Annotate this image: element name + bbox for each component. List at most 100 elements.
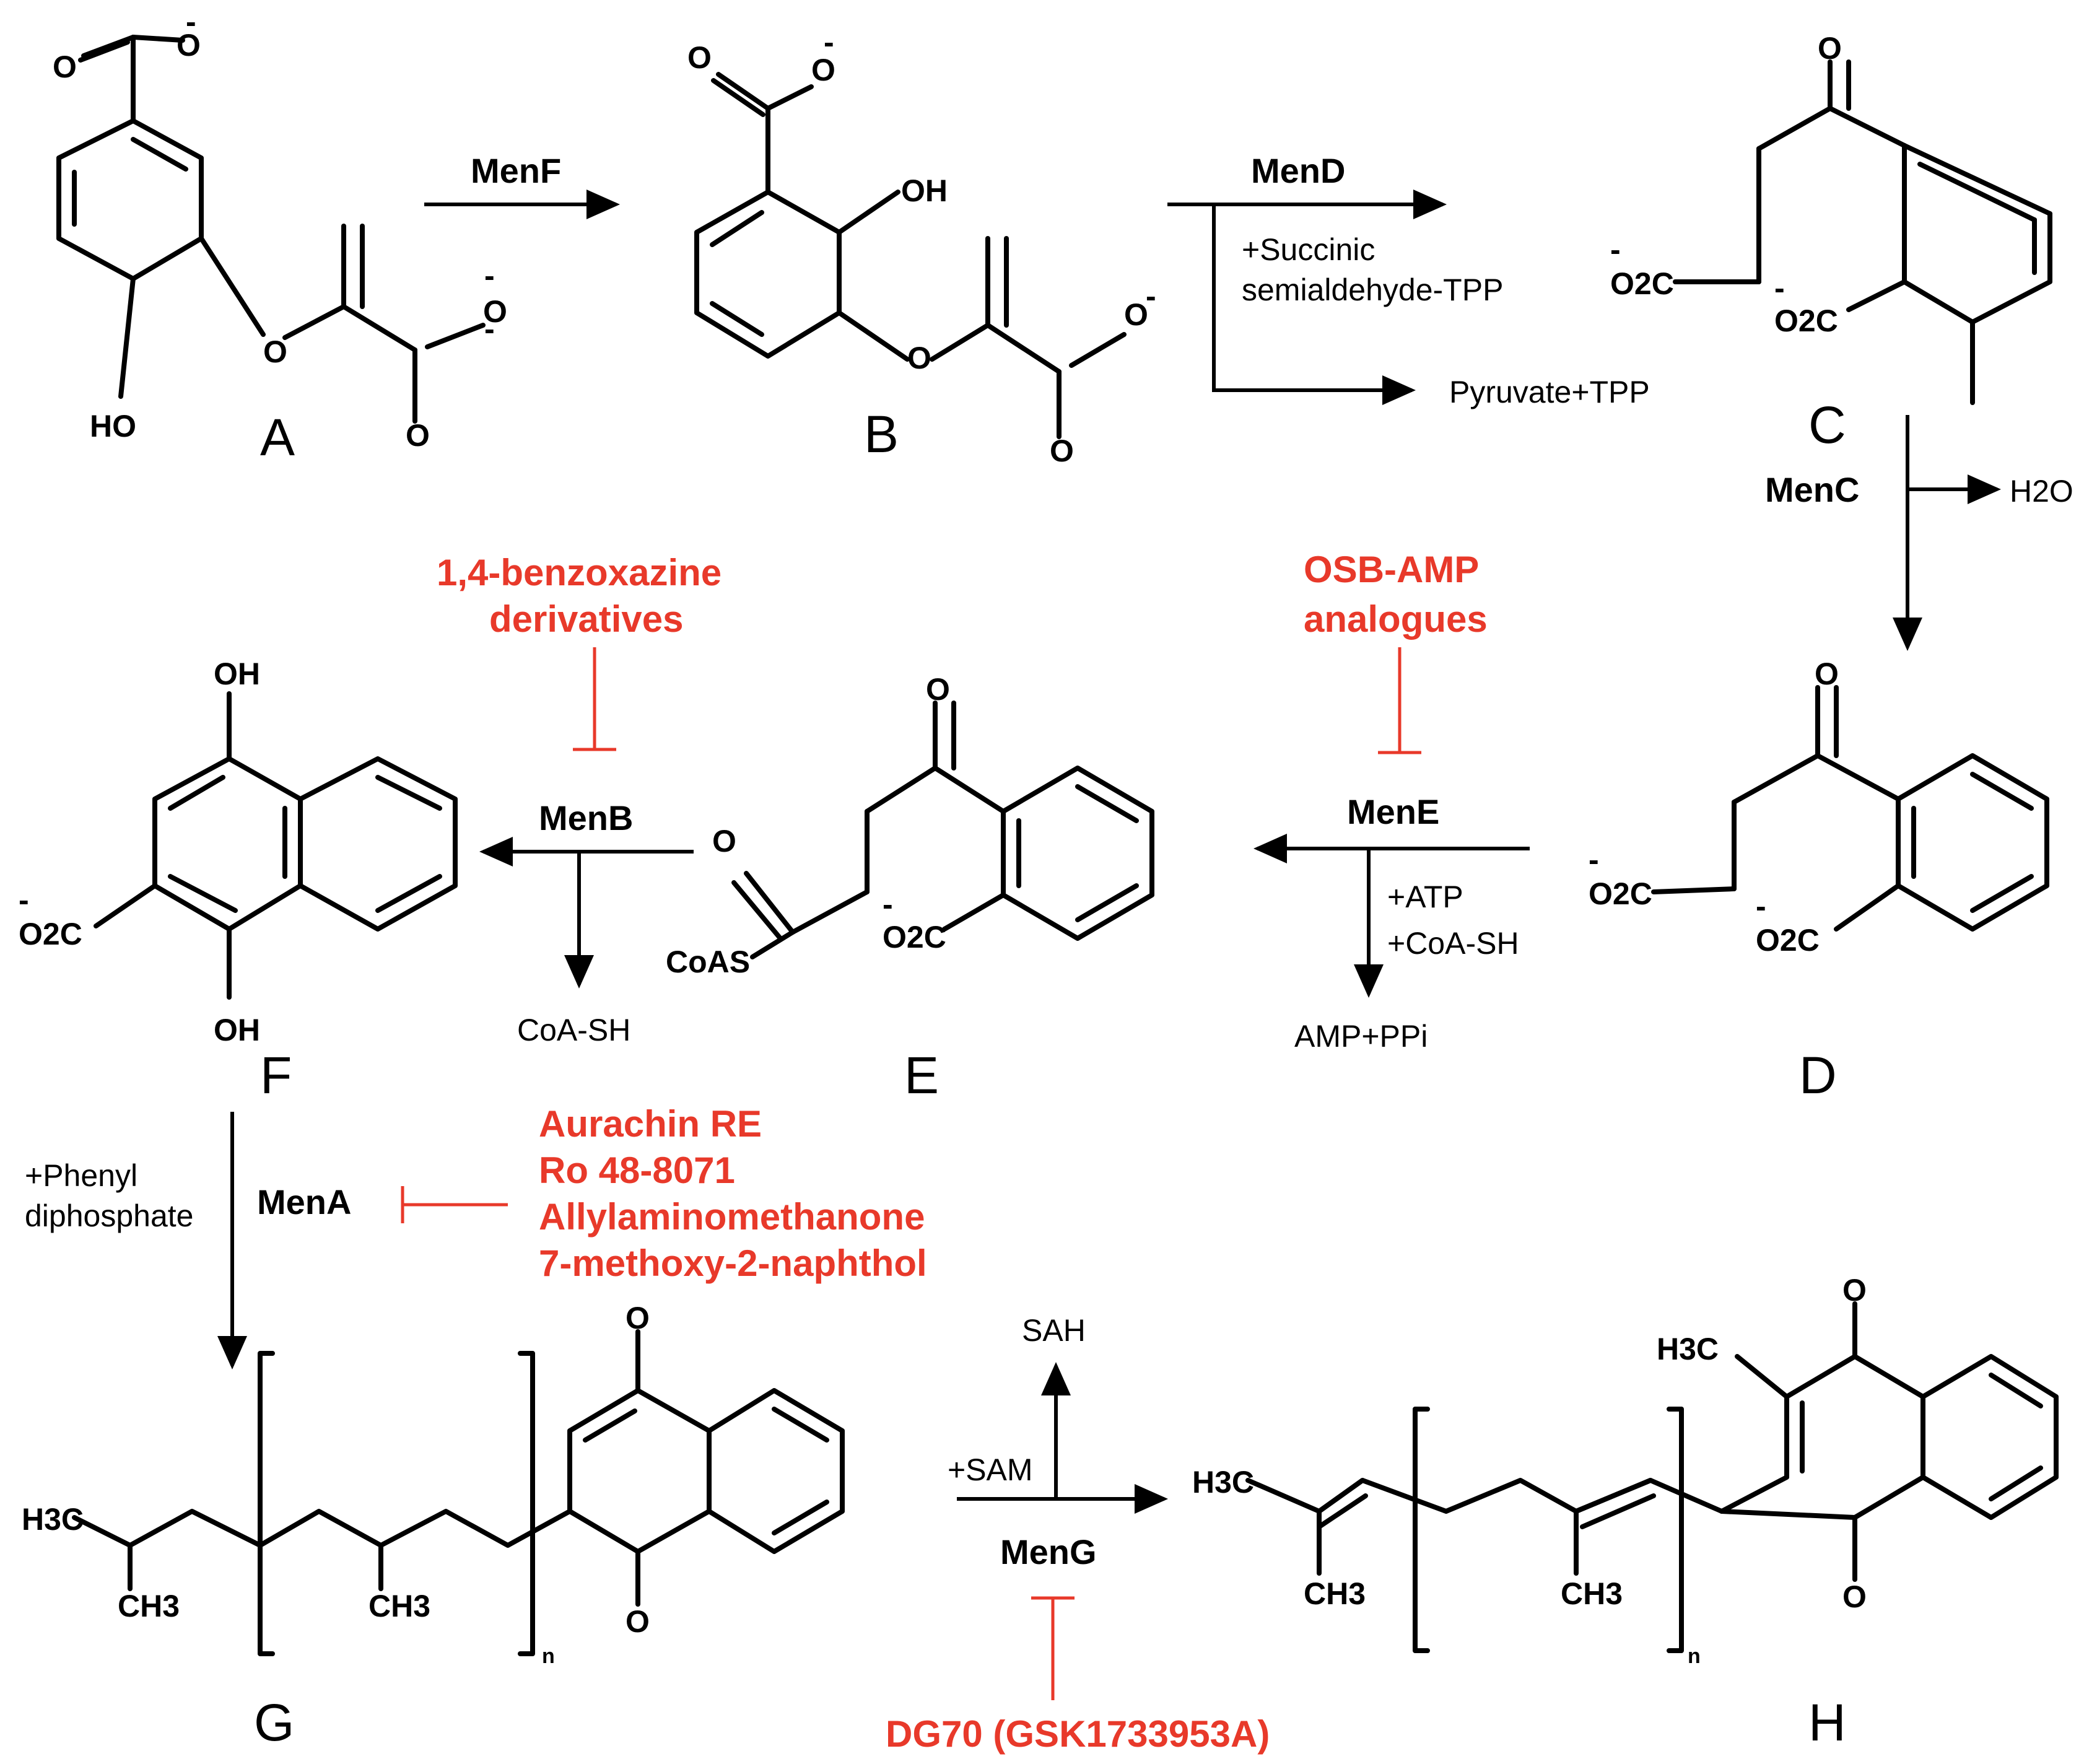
cofactor-sam: +SAM bbox=[948, 1452, 1033, 1487]
atom-oh: OH bbox=[214, 657, 260, 691]
cofactor-succinic: +Succinic bbox=[1242, 232, 1375, 267]
inhibitor-menA-line2: Ro 48-8071 bbox=[539, 1150, 735, 1191]
inhibitor-menE-line1: OSB-AMP bbox=[1304, 549, 1479, 590]
atom-o: O bbox=[1815, 657, 1839, 691]
repeat-n: n bbox=[1688, 1644, 1701, 1668]
atom-o: O bbox=[811, 53, 835, 87]
menE-inhibition-bar bbox=[1378, 647, 1421, 754]
charge-minus: - bbox=[824, 25, 834, 59]
atom-o: O bbox=[1050, 434, 1074, 468]
inhibitor-menA-line4: 7-methoxy-2-naphthol bbox=[539, 1242, 927, 1284]
compound-label-c: C bbox=[1808, 396, 1846, 454]
atom-o: O bbox=[1842, 1273, 1867, 1308]
inhibitor-menB-line1: 1,4-benzoxazine bbox=[437, 552, 722, 593]
enzyme-mena: MenA bbox=[257, 1182, 351, 1221]
compound-f-structure: OH OH O2C - F bbox=[19, 657, 458, 1104]
atom-o: O bbox=[1124, 297, 1148, 332]
thioester-coas: CoAS bbox=[666, 945, 750, 979]
cofactor-semialdehyde: semialdehyde-TPP bbox=[1242, 273, 1503, 307]
charge-minus: - bbox=[484, 312, 495, 346]
methyl-ch3: CH3 bbox=[1304, 1576, 1366, 1611]
enzyme-mend: MenD bbox=[1251, 151, 1345, 190]
atom-o: O bbox=[907, 341, 931, 375]
inhibitor-menA-line3: Allylaminomethanone bbox=[539, 1196, 925, 1238]
atom-o: O bbox=[177, 28, 201, 63]
inhibitor-menE-line2: analogues bbox=[1304, 598, 1488, 640]
compound-label-f: F bbox=[260, 1046, 292, 1104]
atom-o: O bbox=[406, 418, 430, 453]
atom-o: O bbox=[626, 1604, 650, 1639]
compound-g-structure: O O H3C CH3 CH3 n G bbox=[22, 1301, 845, 1752]
atom-o: O bbox=[483, 294, 507, 329]
compound-label-a: A bbox=[260, 408, 295, 466]
charge-minus: - bbox=[1610, 232, 1621, 267]
cofactor-pyruvate-tpp: Pyruvate+TPP bbox=[1449, 375, 1650, 409]
cofactor-diphosphate: diphosphate bbox=[25, 1199, 193, 1233]
cofactor-sah: SAH bbox=[1022, 1313, 1086, 1348]
compound-a-structure: O O - O O O - - HO A bbox=[53, 4, 507, 466]
charge-minus: - bbox=[484, 258, 495, 293]
cofactor-coash-out: CoA-SH bbox=[517, 1013, 630, 1047]
methyl-h3c: H3C bbox=[1192, 1465, 1254, 1500]
compound-label-b: B bbox=[864, 405, 899, 463]
atom-o: O bbox=[712, 824, 736, 858]
enzyme-mene: MenE bbox=[1347, 792, 1439, 831]
atom-ho: HO bbox=[90, 409, 136, 443]
compound-h-structure: O O H3C H3C CH3 CH3 n H bbox=[1192, 1273, 2059, 1752]
charge-minus: - bbox=[19, 883, 29, 917]
charge-minus: - bbox=[186, 4, 196, 39]
atom-o: O bbox=[926, 672, 950, 707]
charge-minus: - bbox=[1774, 271, 1785, 305]
compound-label-g: G bbox=[254, 1693, 294, 1752]
compound-label-d: D bbox=[1799, 1046, 1837, 1104]
compound-d-structure: O O2C - O2C - D bbox=[1589, 657, 2049, 1104]
carboxylate: O2C bbox=[1610, 266, 1674, 301]
atom-oh: OH bbox=[214, 1013, 260, 1047]
carboxylate: O2C bbox=[1756, 923, 1820, 958]
compound-e-structure: O O CoAS O2C - E bbox=[666, 672, 1154, 1104]
atom-o: O bbox=[1842, 1579, 1867, 1614]
cofactor-amp-ppi: AMP+PPi bbox=[1294, 1019, 1428, 1054]
repeat-n: n bbox=[542, 1644, 555, 1668]
enzyme-menf: MenF bbox=[471, 151, 561, 190]
menA-inhibition-bar bbox=[401, 1186, 508, 1223]
methyl-h3c: H3C bbox=[1657, 1332, 1719, 1366]
atom-o: O bbox=[687, 40, 712, 75]
methyl-ch3: CH3 bbox=[118, 1589, 180, 1623]
inhibitor-menB-line2: derivatives bbox=[489, 598, 684, 640]
compound-label-e: E bbox=[904, 1046, 939, 1104]
carboxylate: O2C bbox=[883, 920, 946, 954]
compound-label-h: H bbox=[1808, 1693, 1846, 1752]
atom-o: O bbox=[626, 1301, 650, 1335]
cofactor-phenyl: +Phenyl bbox=[25, 1158, 137, 1193]
inhibitor-menA-line1: Aurachin RE bbox=[539, 1103, 762, 1145]
menG-inhibition-bar bbox=[1031, 1596, 1075, 1700]
atom-o: O bbox=[263, 334, 287, 369]
enzyme-menc: MenC bbox=[1765, 470, 1859, 509]
carboxylate: O2C bbox=[19, 917, 82, 951]
enzyme-meng: MenG bbox=[1000, 1532, 1097, 1571]
enzyme-menb: MenB bbox=[539, 798, 633, 837]
compound-b-structure: O O - OH O O O - B bbox=[687, 25, 1156, 468]
charge-minus: - bbox=[1146, 279, 1156, 313]
inhibitor-menG: DG70 (GSK1733953A) bbox=[886, 1713, 1270, 1755]
cofactor-coash-in: +CoA-SH bbox=[1387, 926, 1519, 961]
carboxylate: O2C bbox=[1589, 876, 1652, 911]
mend-side-arrow bbox=[1212, 204, 1416, 405]
charge-minus: - bbox=[883, 887, 893, 922]
methyl-ch3: CH3 bbox=[368, 1589, 430, 1623]
compound-c-structure: O O2C - O2C - C bbox=[1610, 31, 2052, 454]
methyl-h3c: H3C bbox=[22, 1502, 84, 1537]
cofactor-atp: +ATP bbox=[1387, 880, 1463, 914]
carboxylate: O2C bbox=[1774, 303, 1838, 338]
menB-inhibition-bar bbox=[573, 647, 616, 751]
atom-o: O bbox=[53, 50, 77, 84]
charge-minus: - bbox=[1589, 842, 1599, 877]
cofactor-h2o: H2O bbox=[2010, 474, 2073, 509]
methyl-ch3: CH3 bbox=[1561, 1576, 1623, 1611]
atom-oh: OH bbox=[901, 173, 948, 208]
atom-o: O bbox=[1818, 31, 1842, 66]
charge-minus: - bbox=[1756, 889, 1766, 923]
